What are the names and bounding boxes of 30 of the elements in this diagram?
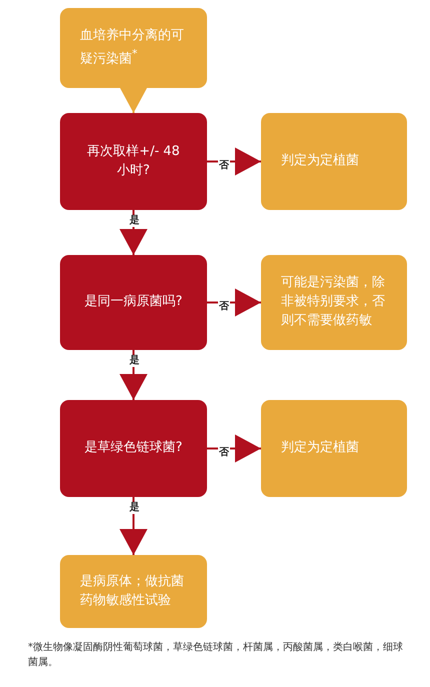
edge-label: 是	[128, 355, 140, 367]
arrow	[120, 210, 148, 255]
arrow	[120, 350, 148, 400]
node-text: 血培养中分离的可疑污染菌$^{*}$	[80, 26, 185, 68]
result-box	[261, 400, 407, 497]
node-text: 是草绿色链球菌?	[84, 439, 182, 458]
arrow	[207, 288, 261, 316]
arrow	[207, 434, 261, 462]
arrow	[120, 87, 148, 113]
edge-label: 是	[128, 215, 140, 227]
result-box	[261, 113, 407, 210]
edge-label: 否	[218, 300, 230, 312]
arrow	[207, 148, 261, 176]
node-text: 再次取样+/- 48小时?	[86, 142, 181, 180]
arrow	[120, 497, 148, 555]
decision-box	[60, 255, 207, 350]
decision-box	[60, 113, 207, 210]
decision-box	[60, 400, 207, 497]
result-box	[60, 555, 207, 628]
edge-label: 否	[218, 446, 230, 458]
node-text: 判定为定植菌	[281, 439, 359, 458]
node-text: 是同一病原菌吗?	[84, 293, 182, 312]
footnote: *微生物像凝固酶阴性葡萄球菌，草绿色链球菌，杆菌属，丙酸菌属，类白喉菌，细球菌属。	[28, 640, 404, 670]
start-box	[60, 8, 207, 88]
edge-label: 是	[128, 502, 140, 514]
edge-label: 否	[218, 160, 230, 172]
node-text: 可能是污染菌，除非被特别要求，否则不需要做药敏	[281, 274, 386, 330]
result-box	[261, 255, 407, 350]
node-text: 判定为定植菌	[281, 152, 359, 170]
node-text: 是病原体；做抗菌药物敏感性试验	[80, 572, 185, 610]
